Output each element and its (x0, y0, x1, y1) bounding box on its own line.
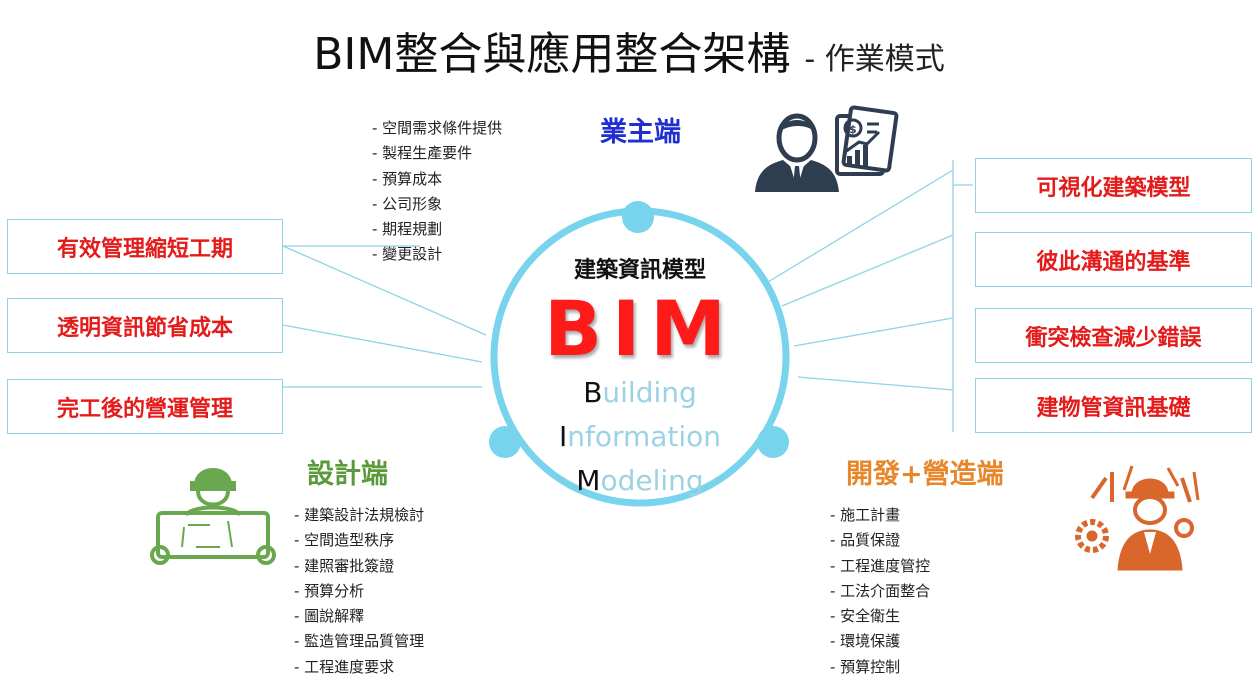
list-item: - 環境保護 (830, 632, 901, 651)
ring-node-left (489, 426, 521, 458)
construction-label: 開發+營造端 (846, 459, 1004, 490)
list-item: - 圖說解釋 (294, 607, 365, 626)
connector-right-4 (797, 376, 954, 391)
construction-tasks-list: - 施工計畫 - 品質保證 - 工程進度管控 - 工法介面整合 - 安全衛生 -… (830, 503, 930, 680)
ring-node-top (622, 201, 654, 233)
list-item: - 建照審批簽證 (294, 556, 395, 575)
construction-worker-tools-icon (1075, 465, 1200, 571)
connector-lines (282, 160, 973, 432)
list-item: - 製程生產要件 (372, 144, 473, 163)
acronym-initial: M (576, 464, 601, 497)
list-item: - 工法介面整合 (830, 581, 931, 600)
design-label: 設計端 (307, 459, 388, 490)
connector-right-1 (767, 169, 954, 283)
acronym-rest: nformation (567, 420, 722, 453)
acronym-word-modeling: Modeling (520, 464, 760, 497)
list-item: - 工程進度要求 (294, 657, 395, 676)
page-title: BIM整合與應用整合架構 - 作業模式 (0, 18, 1258, 82)
acronym-initial: I (558, 420, 568, 453)
list-item: - 監造管理品質管理 (294, 632, 425, 651)
benefit-box-right-4: 建物管資訊基礎 (975, 378, 1252, 433)
list-item: - 品質保證 (830, 531, 901, 550)
connector-right-3 (793, 317, 954, 347)
benefit-box-right-1: 可視化建築模型 (975, 158, 1252, 213)
acronym-word-building: Building (520, 376, 760, 409)
list-item: - 預算分析 (294, 581, 365, 600)
design-tasks-list: - 建築設計法規檢討 - 空間造型秩序 - 建照審批簽證 - 預算分析 - 圖說… (294, 503, 424, 680)
acronym-initial: B (583, 376, 603, 409)
list-item: - 預算成本 (372, 169, 443, 188)
owner-label: 業主端 (600, 117, 681, 148)
list-item: - 預算控制 (830, 657, 901, 676)
benefit-box-right-3: 衝突檢查減少錯誤 (975, 308, 1252, 363)
bim-acronym: BIM (544, 284, 736, 373)
architect-blueprint-icon (150, 468, 276, 565)
list-item: - 施工計畫 (830, 506, 901, 524)
list-item: - 建築設計法規檢討 (294, 506, 425, 524)
owner-requirements-list: - 空間需求條件提供 - 製程生產要件 - 預算成本 - 公司形象 - 期程規劃… (372, 116, 502, 268)
list-item: - 變更設計 (372, 245, 443, 264)
businessman-report-icon: $ (755, 105, 899, 192)
title-main: BIM整合與應用整合架構 (313, 29, 791, 80)
bim-subtitle: 建築資訊模型 (573, 258, 706, 283)
list-item: - 空間需求條件提供 (372, 119, 503, 137)
connector-right-2 (781, 234, 954, 307)
list-item: - 工程進度管控 (830, 556, 931, 575)
connector-left-1 (282, 245, 487, 336)
benefit-box-right-2: 彼此溝通的基準 (975, 232, 1252, 287)
list-item: - 安全衛生 (830, 607, 901, 626)
benefit-box-left-2: 透明資訊節省成本 (7, 298, 283, 353)
ring-node-right (757, 426, 789, 458)
benefit-box-left-1: 有效管理縮短工期 (7, 219, 283, 274)
acronym-word-information: Information (520, 420, 760, 453)
list-item: - 公司形象 (372, 194, 443, 213)
acronym-rest: odeling (600, 464, 704, 497)
list-item: - 期程規劃 (372, 220, 443, 239)
title-subtitle: - 作業模式 (804, 42, 945, 77)
acronym-rest: uilding (602, 376, 697, 409)
connector-left-2 (282, 324, 483, 363)
benefit-box-left-3: 完工後的營運管理 (7, 379, 283, 434)
svg-text:$: $ (849, 123, 857, 136)
list-item: - 空間造型秩序 (294, 531, 395, 550)
